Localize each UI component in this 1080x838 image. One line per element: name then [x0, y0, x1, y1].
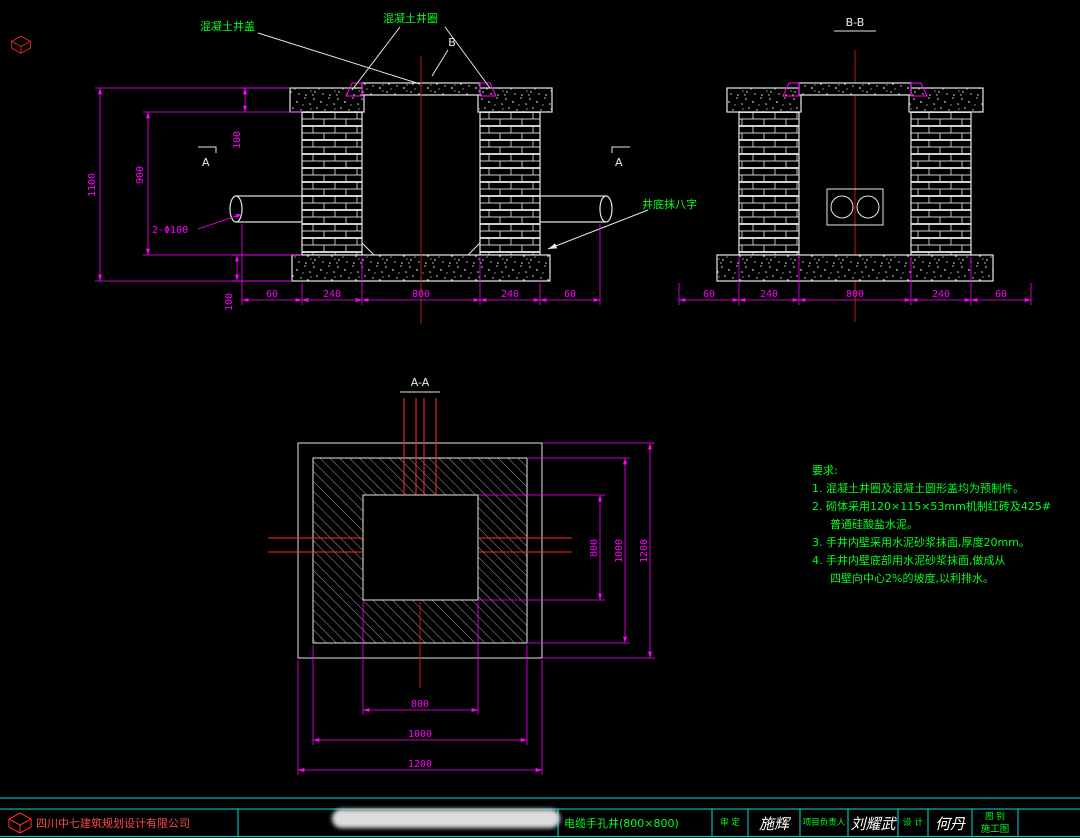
- label-concrete-ring: 混凝土井圈: [383, 11, 438, 25]
- field-label-designer: 设 计: [903, 817, 923, 828]
- front-dims: 1100 900 100 100 60 240: [87, 87, 601, 311]
- section-marker-a-right: A: [615, 156, 623, 169]
- dim-240-l2: 240: [501, 289, 519, 300]
- logo-mark-top: [10, 35, 32, 54]
- collar-right: [477, 87, 553, 113]
- dim-240-l1: 240: [323, 289, 341, 300]
- section-marker-a-left: A: [202, 156, 210, 169]
- label-concrete-cover: 混凝土井盖: [200, 19, 255, 33]
- dim-base-100: 100: [224, 293, 235, 311]
- notes-block: 要求: 1. 混凝土井圈及混凝土圆形盖均为预制件。 2. 砌体采用120×115…: [812, 464, 1051, 585]
- brick-wall-left: [301, 111, 363, 256]
- bb-dim-60-1: 60: [703, 289, 715, 300]
- drawing-stage: 施工图: [981, 823, 1010, 835]
- bb-dim-240-2: 240: [932, 289, 950, 300]
- bottom-chamfers: [361, 242, 481, 256]
- company-name: 四川中七建筑规划设计有限公司: [36, 816, 190, 830]
- bb-dim-240-1: 240: [760, 289, 778, 300]
- plan-view: A-A 800 1000: [268, 376, 655, 775]
- aa-title: A-A: [411, 376, 430, 389]
- bb-pipe-openings: [826, 188, 884, 226]
- cover-seat-right: [479, 82, 497, 97]
- bb-brick-wall-left: [738, 111, 800, 256]
- bb-collar-right: [908, 87, 984, 113]
- field-label-drawing-type: 图 别: [985, 812, 1005, 822]
- bb-dim-800: 800: [846, 289, 864, 300]
- brick-wall-right: [479, 111, 541, 256]
- drawing-title: 电缆手孔井(800×800): [564, 816, 679, 830]
- label-pipes: 2-Φ100: [152, 225, 188, 236]
- bb-collar-left: [726, 87, 802, 113]
- dim-collar-100: 100: [232, 131, 243, 149]
- field-label-approver: 审 定: [720, 817, 740, 828]
- note-line-4: 4. 手井内壁底部用水泥砂浆抹面,做成从: [812, 553, 1006, 567]
- plan-dim-1200-h: 1200: [408, 759, 432, 770]
- bb-cover-slab: [798, 82, 912, 96]
- note-line-1: 1. 混凝土井圈及混凝土圆形盖均为预制件。: [812, 481, 1024, 495]
- section-marker-b: B: [448, 36, 456, 49]
- note-line-2: 2. 砌体采用120×115×53mm机制红砖及425#: [812, 499, 1051, 513]
- dim-900: 900: [135, 166, 146, 184]
- label-base-note: 井底抹八字: [642, 197, 697, 211]
- bb-brick-wall-right: [910, 111, 972, 256]
- dim-60-l1: 60: [266, 289, 278, 300]
- plan-pipes: [268, 398, 572, 688]
- pipe-left: [229, 195, 303, 223]
- pipe-right: [539, 195, 613, 223]
- signature-designer: 何丹: [935, 815, 966, 833]
- note-line-3: 3. 手井内壁采用水泥砂浆抹面,厚度20mm。: [812, 535, 1030, 549]
- dim-60-l2: 60: [564, 289, 576, 300]
- signature-approver: 施辉: [759, 815, 792, 833]
- bb-base-slab: [716, 254, 994, 282]
- collar-left: [289, 87, 365, 113]
- bb-section-view: B-B 60 240: [678, 16, 1032, 322]
- field-label-project-lead: 项目负责人: [803, 817, 846, 828]
- bb-cover-seat-right: [910, 82, 928, 97]
- notes-title: 要求:: [812, 464, 838, 477]
- bb-dims: 60 240 800 240 60: [678, 257, 1032, 305]
- cover-seat-left: [345, 82, 363, 97]
- plan-dims-right: 800 1000 1200: [478, 442, 655, 659]
- plan-dims-bottom: 800 1000 1200: [297, 602, 543, 775]
- bb-cover-seat-left: [782, 82, 800, 97]
- leader-lines: [198, 26, 649, 250]
- redacted-area: [332, 809, 560, 828]
- dim-1100: 1100: [87, 173, 98, 197]
- note-line-2b: 普通硅酸盐水泥。: [830, 517, 918, 531]
- company-logo: [7, 812, 33, 834]
- plan-dim-800-h: 800: [411, 699, 429, 710]
- front-section-view: 混凝土井盖 混凝土井圈 B A A 2-Φ100 井底抹八字 1100 900 …: [87, 11, 697, 324]
- plan-dim-1000-h: 1000: [408, 729, 432, 740]
- plan-dim-1200-v: 1200: [639, 539, 650, 563]
- bb-title: B-B: [846, 16, 865, 29]
- signature-project-lead: 刘耀武: [850, 815, 897, 833]
- plan-dim-1000-v: 1000: [614, 539, 625, 563]
- dim-800-l1: 800: [412, 289, 430, 300]
- note-line-4b: 四壁向中心2%的坡度,以利排水。: [830, 571, 994, 585]
- bb-dim-60-2: 60: [995, 289, 1007, 300]
- plan-dim-800-v: 800: [589, 539, 600, 557]
